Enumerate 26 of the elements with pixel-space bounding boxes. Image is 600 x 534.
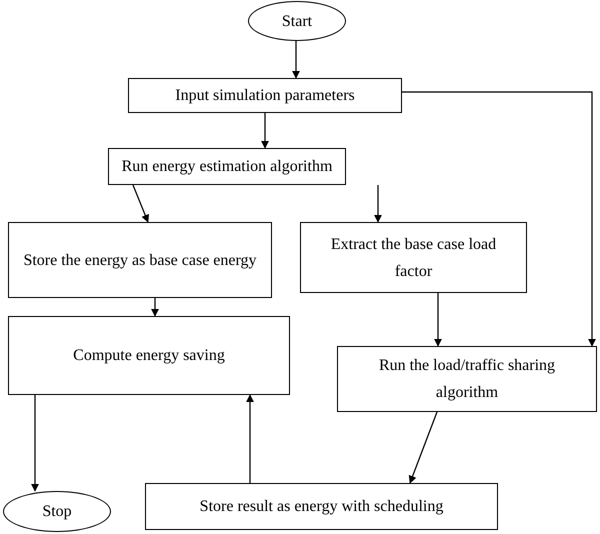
arrow <box>374 185 382 223</box>
node-label: Input simulation parameters <box>175 86 355 106</box>
process-box <box>128 78 402 113</box>
node-label: Run energy estimation algorithm <box>122 157 332 177</box>
arrow <box>402 91 596 347</box>
arrow <box>132 184 149 223</box>
node-label: Start <box>282 12 312 32</box>
node-label: Compute energy saving <box>73 346 225 366</box>
arrow <box>246 394 254 483</box>
process-box <box>108 148 346 185</box>
node-label: Stop <box>42 502 72 522</box>
process-box <box>8 316 290 395</box>
process-box <box>337 346 597 412</box>
arrow <box>434 293 442 347</box>
node-label: Run the load/traffic sharing algorithm <box>378 356 556 403</box>
arrow <box>261 113 269 149</box>
arrow <box>31 395 39 492</box>
node-label: Store the energy as base case energy <box>23 250 257 270</box>
process-box <box>145 483 498 530</box>
process-box <box>8 222 272 298</box>
arrow <box>408 412 438 484</box>
node-label: Store result as energy with scheduling <box>200 497 444 517</box>
process-box <box>300 222 527 293</box>
node-label: Extract the base case load factor <box>330 234 498 282</box>
arrow <box>292 41 300 79</box>
arrow <box>151 298 159 317</box>
